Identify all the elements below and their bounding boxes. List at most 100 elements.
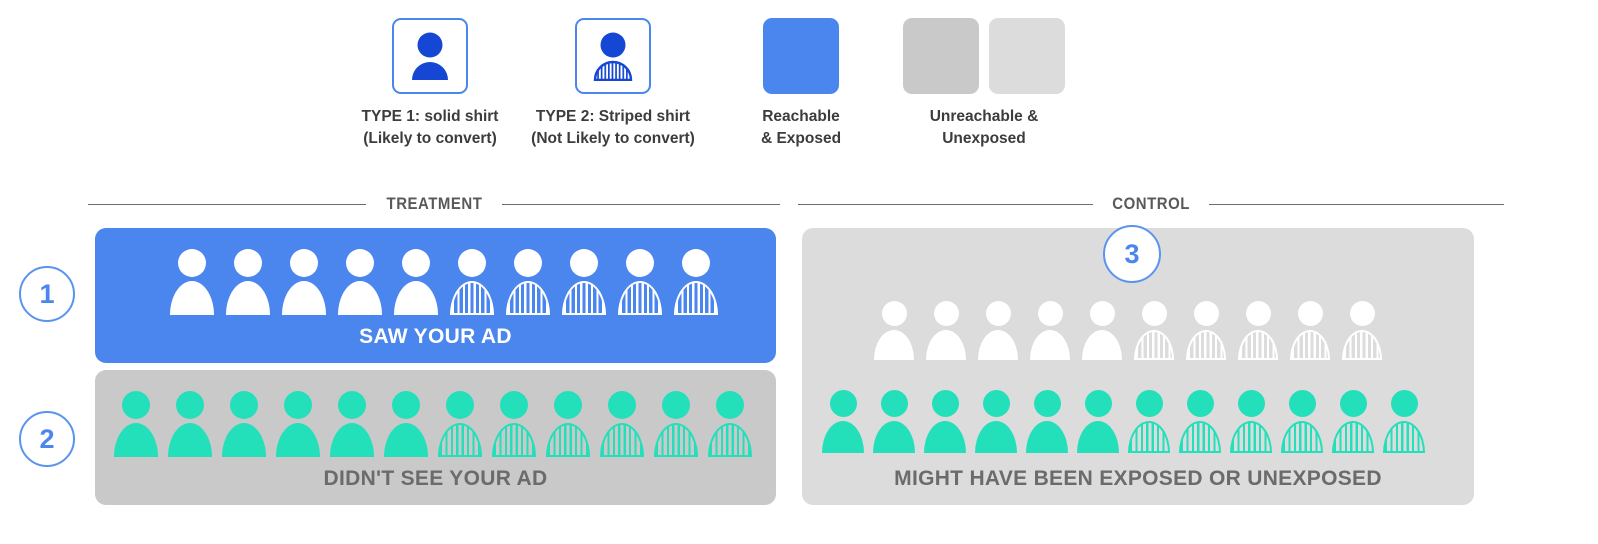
pictogram-row-treatment-unexposed: [114, 391, 752, 457]
person-head: [554, 391, 582, 419]
person-solid-icon: [926, 301, 966, 360]
person-shirt: [1332, 421, 1374, 453]
person-body: [924, 421, 966, 453]
person-shirt: [618, 281, 662, 315]
person-head: [933, 301, 959, 326]
person-solid-icon: [330, 391, 374, 457]
person-body: [1134, 330, 1174, 360]
person-shirt: [222, 423, 266, 457]
person-solid-icon: [1026, 390, 1068, 453]
person-body: [1082, 330, 1122, 360]
legend-item-unreachable-label: Unreachable & Unexposed: [929, 108, 1039, 147]
section-header-treatment: TREATMENT: [88, 194, 780, 214]
section-title-control: CONTROL: [1112, 194, 1190, 213]
person-shirt: [600, 423, 644, 457]
person-body: [674, 281, 718, 315]
person-solid-icon: [394, 249, 438, 315]
rule-right: [1209, 203, 1504, 205]
person-body: [1128, 421, 1170, 453]
legend-item-unreachable: Unreachable & Unexposed: [884, 18, 1084, 150]
person-shirt: [654, 423, 698, 457]
person-head: [514, 249, 542, 277]
person-solid-icon: [924, 390, 966, 453]
legend-item-reachable: Reachable & Exposed: [718, 18, 884, 150]
person-body: [1179, 421, 1221, 453]
person-solid-icon: [978, 301, 1018, 360]
person-head: [1339, 390, 1367, 417]
person-head: [1037, 301, 1063, 326]
person-head: [570, 249, 598, 277]
person-head: [1288, 390, 1316, 417]
person-striped-icon: [1238, 301, 1278, 360]
person-shirt: [282, 281, 326, 315]
person-solid-icon: [338, 249, 382, 315]
person-shirt: [492, 423, 536, 457]
person-striped-icon: [562, 249, 606, 315]
person-body: [492, 423, 536, 457]
person-shirt: [1179, 421, 1221, 453]
person-shirt: [874, 330, 914, 360]
person-head: [338, 391, 366, 419]
person-head: [1390, 390, 1418, 417]
person-body: [226, 281, 270, 315]
pictogram-row-treatment-exposed: [170, 249, 718, 315]
person-shirt: [394, 281, 438, 315]
legend-item-type1: TYPE 1: solid shirt (Likely to convert): [352, 18, 508, 150]
person-body: [338, 281, 382, 315]
person-body: [1290, 330, 1330, 360]
person-body: [873, 421, 915, 453]
person-solid-icon: [170, 249, 214, 315]
person-body: [978, 330, 1018, 360]
person-solid-icon: [1077, 390, 1119, 453]
gray-swatches-icon: [903, 18, 1065, 94]
person-head: [608, 391, 636, 419]
person-shirt: [506, 281, 550, 315]
section-header-control: CONTROL: [798, 194, 1504, 214]
person-head: [626, 249, 654, 277]
person-shirt: [926, 330, 966, 360]
person-head: [230, 391, 258, 419]
person-body: [1383, 421, 1425, 453]
person-shirt: [562, 281, 606, 315]
person-striped-icon: [438, 391, 482, 457]
person-head: [829, 390, 857, 417]
person-striped-icon: [1290, 301, 1330, 360]
person-body: [822, 421, 864, 453]
person-body: [1230, 421, 1272, 453]
person-striped-icon: [654, 391, 698, 457]
person-head: [1297, 301, 1323, 326]
person-solid-icon: [222, 391, 266, 457]
person-striped-icon: [1179, 390, 1221, 453]
person-striped-icon: [1186, 301, 1226, 360]
person-head: [1089, 301, 1115, 326]
person-head: [880, 390, 908, 417]
person-striped-icon: [1281, 390, 1323, 453]
person-striped-icon: [1342, 301, 1382, 360]
person-solid-icon: [276, 391, 320, 457]
person-striped-icon: [546, 391, 590, 457]
person-shirt: [1342, 330, 1382, 360]
person-head: [346, 249, 374, 277]
person-solid-icon: [114, 391, 158, 457]
person-head: [392, 391, 420, 419]
person-body: [600, 423, 644, 457]
person-head: [122, 391, 150, 419]
section-title-treatment: TREATMENT: [386, 194, 482, 213]
person-solid-icon: [1030, 301, 1070, 360]
person-solid-icon: [975, 390, 1017, 453]
person-shirt: [450, 281, 494, 315]
person-body: [1026, 421, 1068, 453]
person-head: [1141, 301, 1167, 326]
person-head: [446, 391, 474, 419]
person-shirt: [168, 423, 212, 457]
panel-control: MIGHT HAVE BEEN EXPOSED OR UNEXPOSED: [802, 228, 1474, 505]
person-head: [402, 249, 430, 277]
blue-swatch-icon: [763, 18, 839, 94]
person-shirt: [1128, 421, 1170, 453]
person-striped-icon: [1134, 301, 1174, 360]
person-body: [708, 423, 752, 457]
person-body: [1238, 330, 1278, 360]
person-body: [168, 423, 212, 457]
person-solid-icon: [384, 391, 428, 457]
person-head: [1193, 301, 1219, 326]
